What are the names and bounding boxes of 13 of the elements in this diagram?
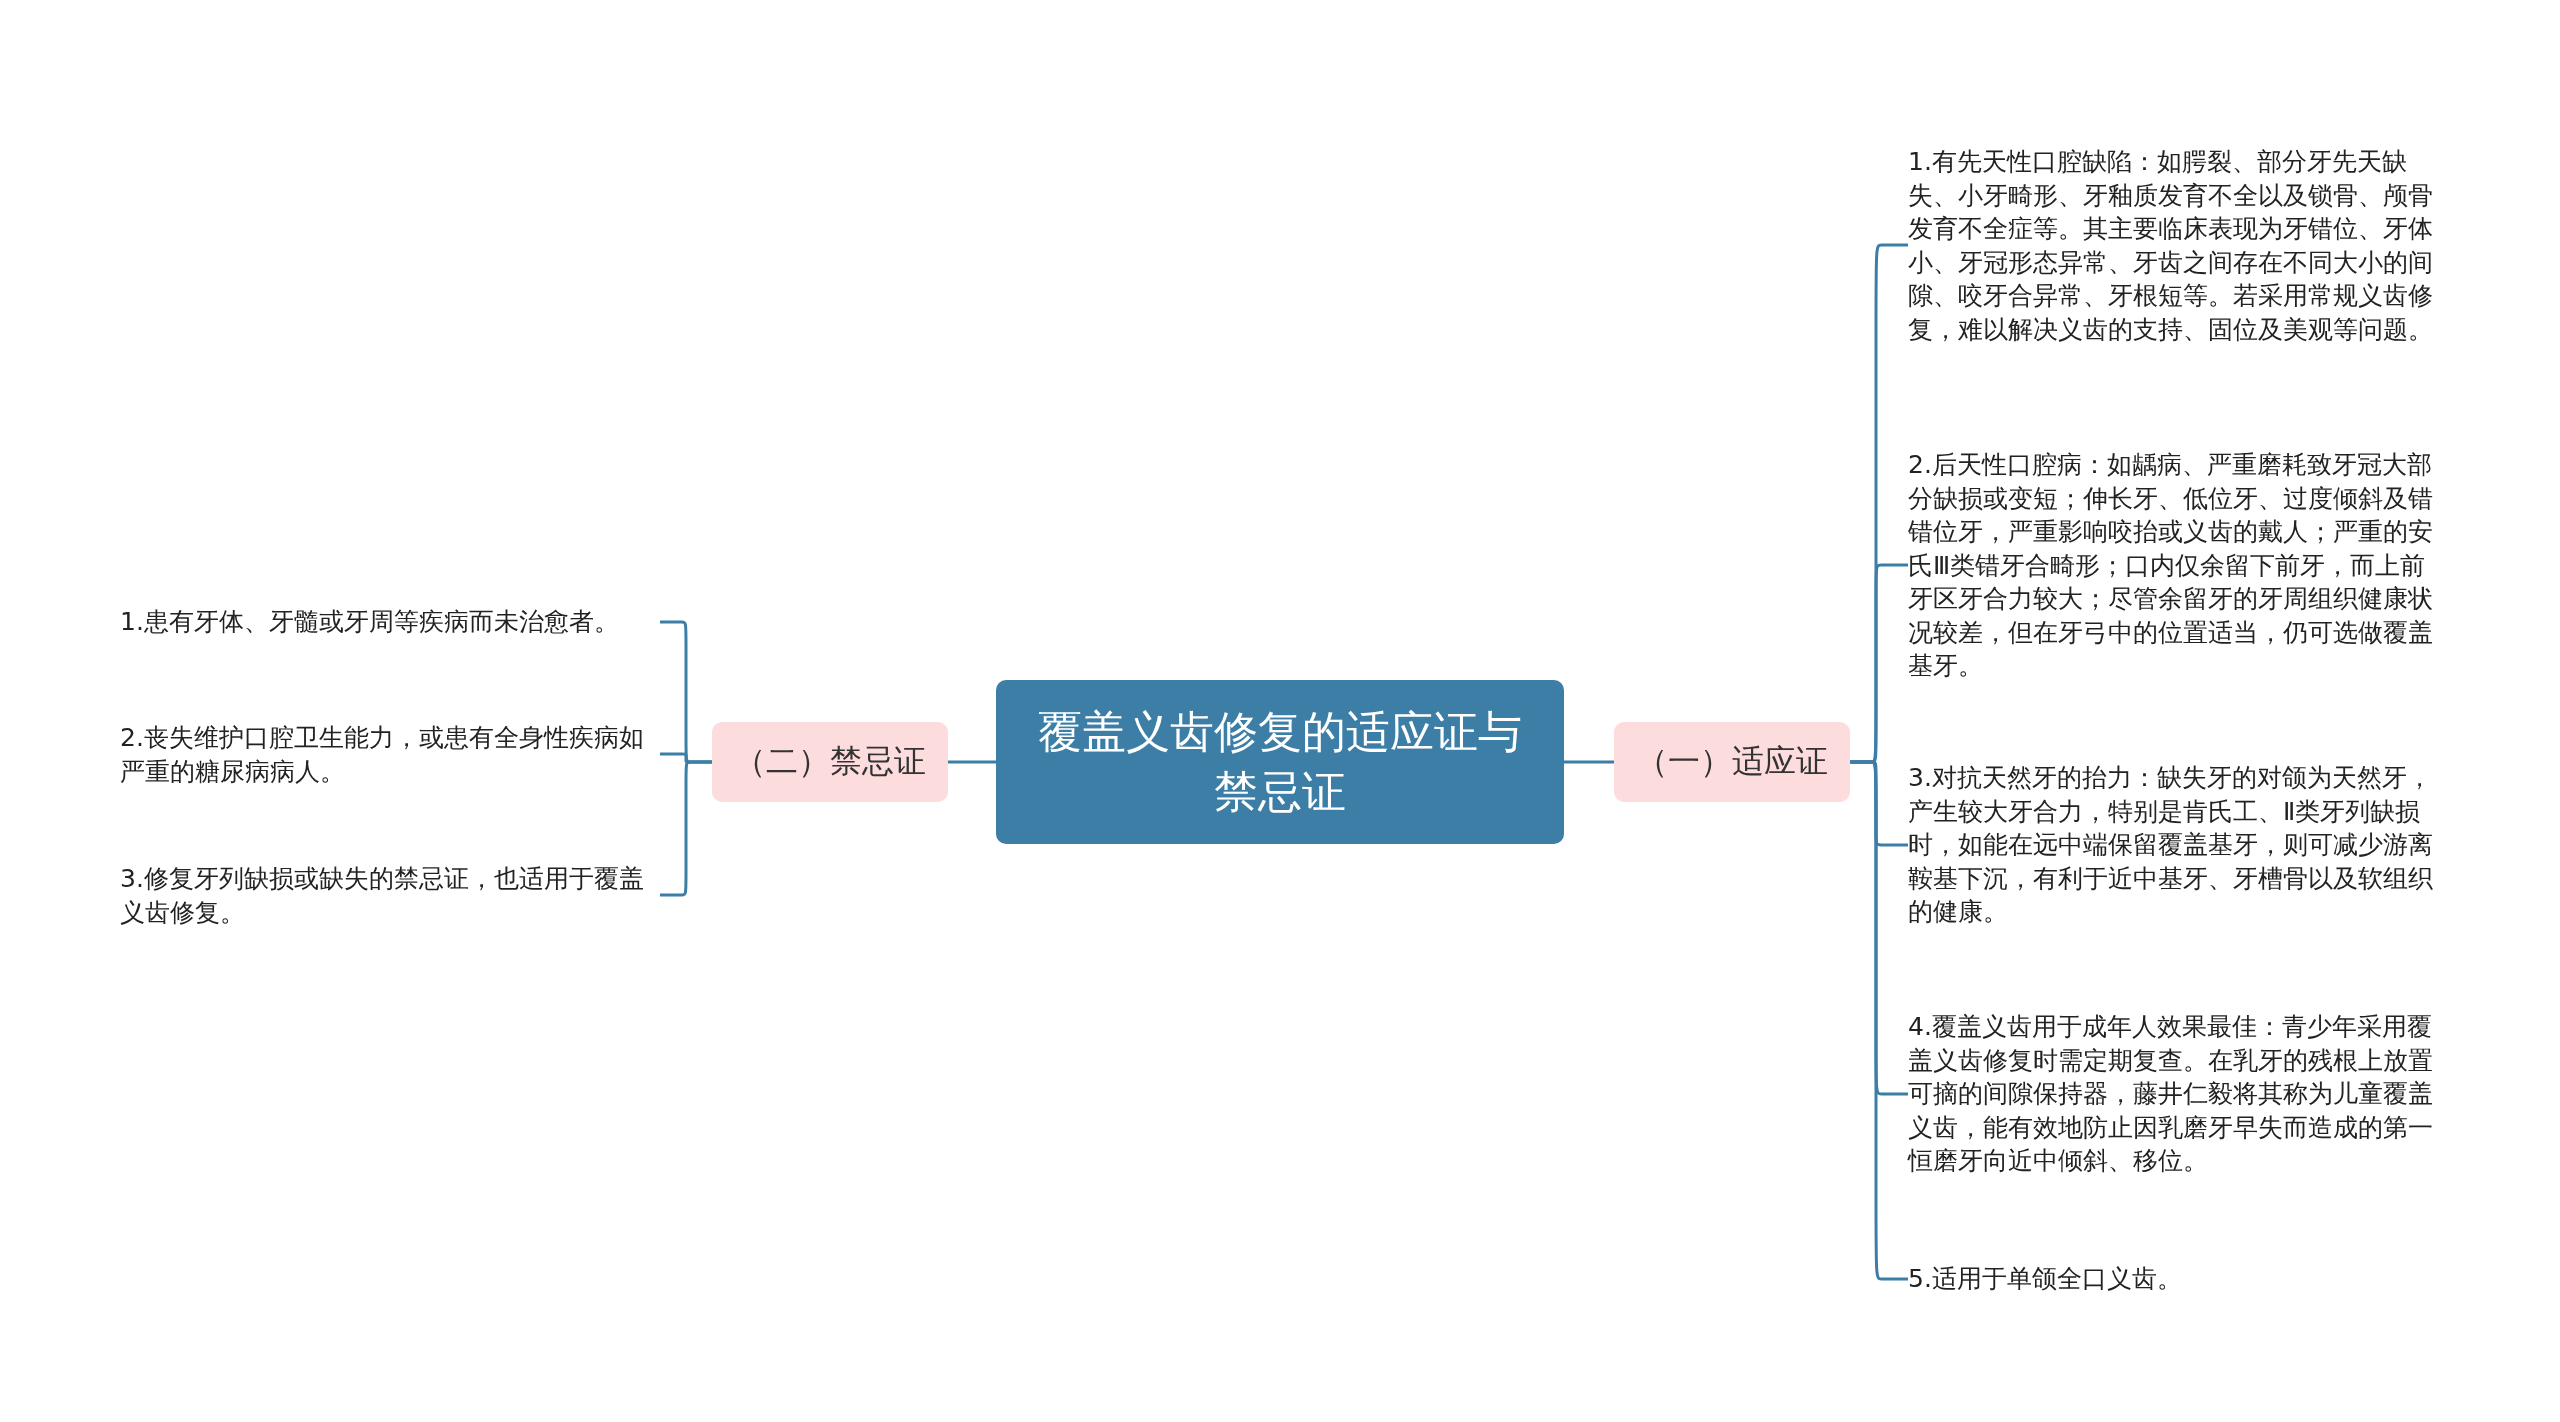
leaf-text: 5.适用于单颌全口义齿。	[1908, 1262, 2448, 1296]
central-topic-box: 覆盖义齿修复的适应证与禁忌证	[996, 680, 1564, 844]
leaf-text: 1.患有牙体、牙髓或牙周等疾病而未治愈者。	[120, 605, 660, 639]
leaf-text: 3.修复牙列缺损或缺失的禁忌证，也适用于覆盖义齿修复。	[120, 861, 660, 929]
leaf-text: 2.后天性口腔病：如龋病、严重磨耗致牙冠大部分缺损或变短；伸长牙、低位牙、过度倾斜及错错位牙，严重影响咬抬或义齿的戴人；严重的安氏Ⅲ类错牙合畸形；口内仅余留下前牙，而上前牙区牙合力较大；尽管余留牙的牙周组织健康状况较差，但在牙弓中的位置适当，仍可选做覆盖基牙。	[1908, 447, 2448, 683]
branch-topic-box: （二）禁忌证	[712, 722, 948, 802]
connector-line	[948, 760, 996, 764]
leaf-text: 2.丧失维护口腔卫生能力，或患有全身性疾病如严重的糖尿病病人。	[120, 720, 660, 788]
leaf-text: 3.对抗天然牙的抬力：缺失牙的对颌为天然牙，产生较大牙合力，特别是肯氏工、Ⅱ类牙列缺损时，如能在远中端保留覆盖基牙，则可减少游离鞍基下沉，有利于近中基牙、牙槽骨以及软组织的健康。	[1908, 761, 2448, 929]
branch-topic-box: （一）适应证	[1614, 722, 1850, 802]
leaf-text: 1.有先天性口腔缺陷：如腭裂、部分牙先天缺失、小牙畸形、牙釉质发育不全以及锁骨、颅骨发育不全症等。其主要临床表现为牙错位、牙体小、牙冠形态异常、牙齿之间存在不同大小的间隙、咬牙合异常、牙根短等。若采用常规义齿修复，难以解决义齿的支持、固位及美观等问题。	[1908, 144, 2448, 346]
leaf-text: 4.覆盖义齿用于成年人效果最佳：青少年采用覆盖义齿修复时需定期复查。在乳牙的残根上放置可摘的间隙保持器，藤井仁毅将其称为儿童覆盖义齿，能有效地防止因乳磨牙早失而造成的第一恒磨牙向近中倾斜、移位。	[1908, 1010, 2448, 1178]
connector-line	[1564, 760, 1614, 764]
